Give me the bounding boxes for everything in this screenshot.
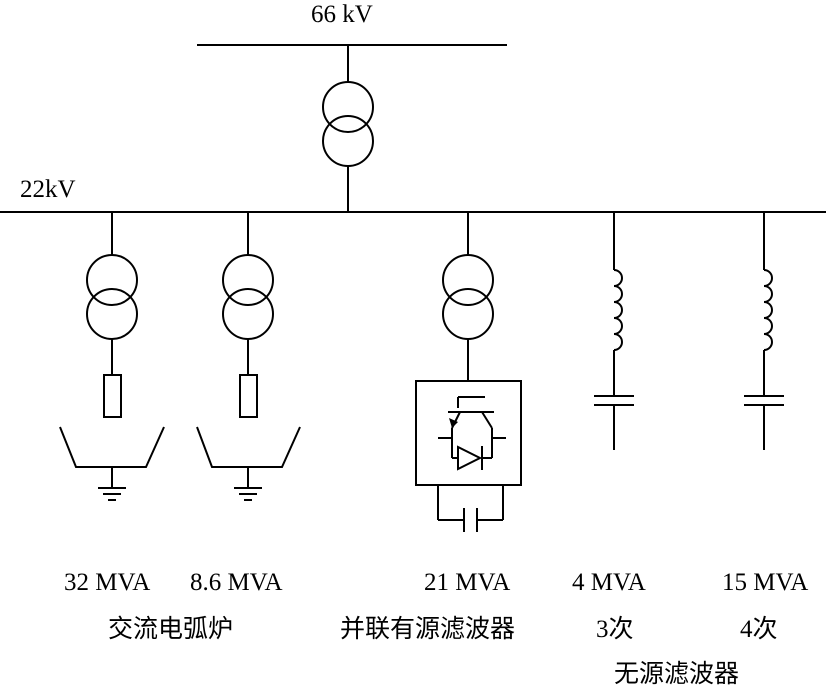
- inductor-icon: [613, 269, 623, 351]
- hv-bus-label: 66 kV: [311, 1, 373, 28]
- furnace-vessel-icon: [196, 426, 301, 468]
- main-transformer-icon: [322, 45, 374, 212]
- apf-rating: 21 MVA: [424, 569, 511, 596]
- apf-feeder: [415, 212, 522, 532]
- filter4-order: 4次: [740, 616, 778, 643]
- eaf-feeder-1: [59, 212, 165, 501]
- eaf-name: 交流电弧炉: [108, 616, 234, 643]
- eaf1-rating: 32 MVA: [64, 569, 151, 596]
- eaf-feeder-2: [196, 212, 301, 501]
- filter4-rating: 15 MVA: [722, 569, 809, 596]
- electrode-icon: [239, 374, 258, 418]
- passive-filter-3rd: [594, 212, 634, 450]
- converter-box: [415, 380, 522, 486]
- filter-name: 无源滤波器: [614, 661, 740, 688]
- furnace-transformer-icon: [86, 212, 138, 340]
- filter3-order: 3次: [596, 616, 634, 643]
- capacitor-icon: [744, 395, 784, 406]
- electrode-icon: [103, 374, 122, 418]
- igbt-diode-icon: [438, 396, 506, 471]
- ground-icon: [98, 467, 126, 501]
- inductor-icon: [763, 269, 773, 351]
- apf-transformer-icon: [442, 212, 494, 340]
- passive-filter-4th: [744, 212, 784, 450]
- filter3-rating: 4 MVA: [572, 569, 646, 596]
- capacitor-icon: [594, 395, 634, 406]
- mv-bus-label: 22kV: [20, 176, 76, 203]
- apf-name: 并联有源滤波器: [340, 616, 516, 643]
- ground-icon: [234, 467, 262, 501]
- furnace-transformer-icon: [222, 212, 274, 340]
- furnace-vessel-icon: [59, 426, 165, 468]
- dc-capacitor-icon: [437, 485, 504, 532]
- eaf2-rating: 8.6 MVA: [190, 569, 283, 596]
